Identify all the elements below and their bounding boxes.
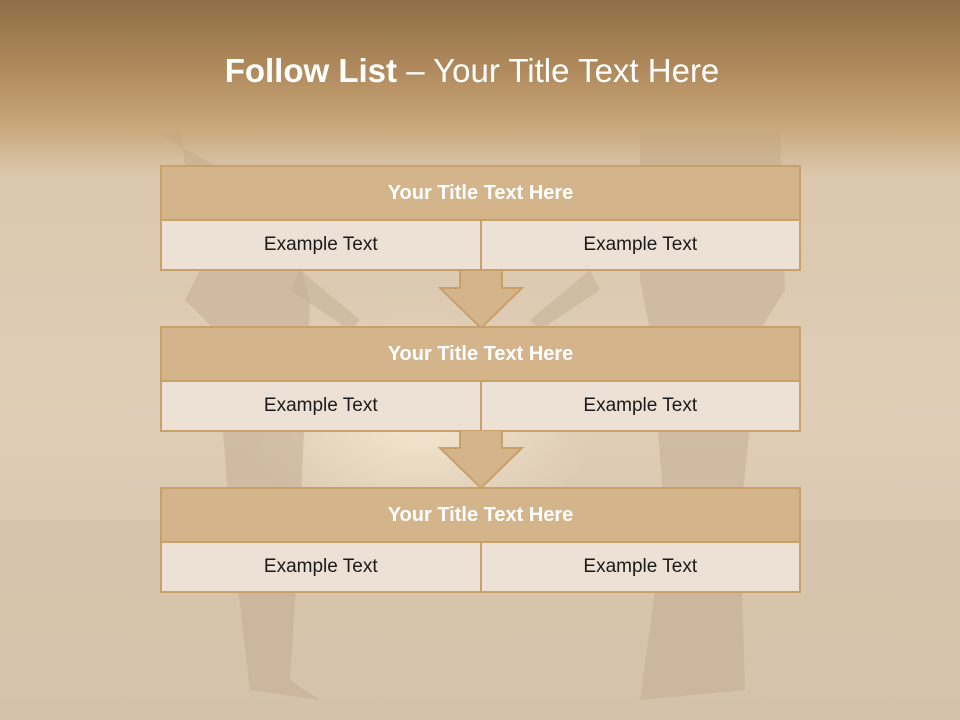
step-cell-left: Example Text [263, 395, 378, 416]
step-title: Your Title Text Here [160, 165, 801, 221]
step-row: Example Text Example Text [160, 221, 801, 271]
header-band [0, 0, 960, 175]
step-cell-right: Example Text [479, 543, 800, 591]
step-row: Example Text Example Text [160, 543, 801, 593]
step-cell-right: Example Text [479, 221, 800, 269]
down-arrow-icon [438, 430, 524, 490]
step-block-2: Your Title Text Here Example Text Exampl… [160, 326, 801, 432]
step-title: Your Title Text Here [160, 326, 801, 382]
down-arrow-icon [438, 270, 524, 330]
title-bold-part: Follow List [224, 52, 398, 89]
step-block-3: Your Title Text Here Example Text Exampl… [160, 487, 801, 593]
slide-title: Follow List – Your Title Text Here [0, 52, 944, 90]
step-block-1: Your Title Text Here Example Text Exampl… [160, 165, 801, 271]
step-row: Example Text Example Text [160, 382, 801, 432]
step-cell-left: Example Text [263, 234, 378, 255]
step-cell-left: Example Text [263, 556, 378, 577]
title-rest-part: – Your Title Text Here [406, 52, 720, 89]
step-title: Your Title Text Here [160, 487, 801, 543]
step-cell-right: Example Text [479, 382, 800, 430]
